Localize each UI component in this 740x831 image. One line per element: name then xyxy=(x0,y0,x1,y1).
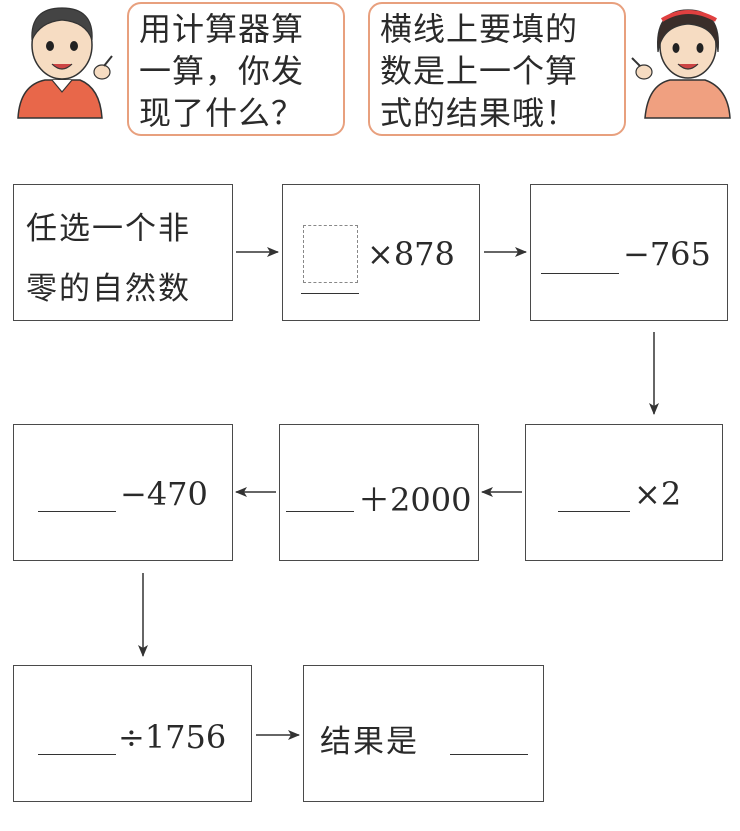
step2-operation: −765 xyxy=(623,235,711,273)
step4-operation: ＋2000 xyxy=(358,481,472,519)
girl-speech-line-3: 式的结果哦！ xyxy=(380,94,579,132)
girl-illustration xyxy=(631,9,731,119)
boy-speech-line-1: 用计算器算 xyxy=(139,10,305,48)
start-text-line-2: 零的自然数 xyxy=(26,271,191,307)
step4-box: ＋2000 xyxy=(279,424,479,561)
result-label: 结果是 xyxy=(320,724,419,760)
answer-blank[interactable] xyxy=(301,293,359,294)
boy-speech-line-3: 现了什么？ xyxy=(139,94,305,132)
step6-box: ÷1756 xyxy=(13,665,252,802)
step1-operation: ×878 xyxy=(367,235,455,273)
girl-speech-line-1: 横线上要填的 xyxy=(380,10,579,48)
step1-box: ×878 xyxy=(282,184,480,321)
answer-blank[interactable] xyxy=(38,754,116,755)
step3-operation: ×2 xyxy=(634,475,682,513)
step6-operation: ÷1756 xyxy=(118,718,227,756)
step5-operation: −470 xyxy=(120,475,208,513)
number-placeholder-box[interactable] xyxy=(303,225,358,283)
step3-box: ×2 xyxy=(525,424,723,561)
boy-speech-bubble: 用计算器算 一算，你发 现了什么？ xyxy=(127,2,345,136)
answer-blank[interactable] xyxy=(38,511,116,512)
answer-blank[interactable] xyxy=(286,511,354,512)
boy-speech-line-2: 一算，你发 xyxy=(139,52,305,90)
start-text-line-1: 任选一个非 xyxy=(26,211,191,247)
result-box: 结果是 xyxy=(303,665,544,802)
answer-blank[interactable] xyxy=(541,273,619,274)
answer-blank[interactable] xyxy=(558,511,630,512)
step5-box: −470 xyxy=(13,424,233,561)
start-box: 任选一个非 零的自然数 xyxy=(13,184,233,321)
girl-speech-line-2: 数是上一个算 xyxy=(380,52,579,90)
result-answer-blank[interactable] xyxy=(450,754,528,755)
step2-box: −765 xyxy=(530,184,728,321)
boy-illustration xyxy=(17,7,113,119)
girl-speech-bubble: 横线上要填的 数是上一个算 式的结果哦！ xyxy=(368,2,626,136)
